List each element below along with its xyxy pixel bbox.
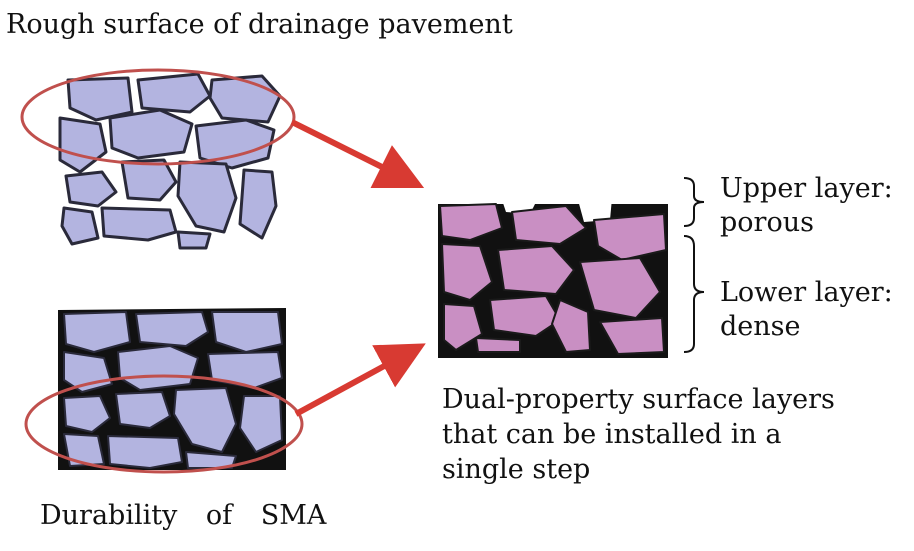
lower-layer-label: Lower layer: dense [720, 276, 893, 344]
top-highlight-ellipse [20, 68, 296, 166]
upper-layer-brace [683, 177, 705, 227]
dual-property-caption: Dual-property surface layers that can be… [442, 382, 835, 487]
caption-line-1: Dual-property surface layers [442, 384, 835, 415]
upper-layer-label: Upper layer: porous [720, 172, 893, 240]
upper-layer-title: Upper layer: [720, 173, 893, 204]
caption-line-2: that can be installed in a [442, 419, 782, 450]
bottom-highlight-ellipse [24, 374, 304, 474]
sma-aggregate-block [58, 308, 286, 470]
upper-arrow [290, 119, 425, 189]
porous-aggregate-block [58, 72, 282, 250]
caption-line-3: single step [442, 454, 591, 485]
lower-arrow [294, 343, 426, 417]
sma-durability-label: Durability of SMA [40, 500, 327, 531]
lower-layer-brace [683, 235, 705, 353]
lower-layer-desc: dense [720, 311, 801, 342]
upper-layer-desc: porous [720, 207, 814, 238]
dual-layer-block [438, 194, 668, 358]
drainage-pavement-label: Rough surface of drainage pavement [6, 9, 513, 40]
lower-layer-title: Lower layer: [720, 277, 893, 308]
